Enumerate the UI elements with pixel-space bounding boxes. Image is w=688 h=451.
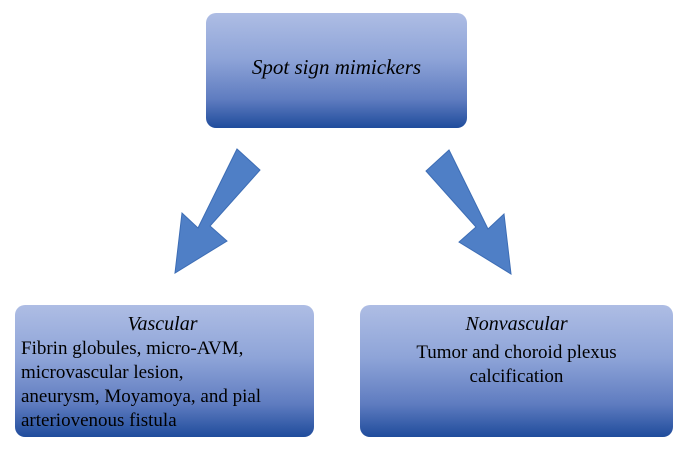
node-vascular-body: Fibrin globules, micro-AVM, microvascula…	[21, 338, 262, 431]
node-nonvascular-title: Nonvascular	[465, 313, 568, 335]
arrow-right	[425, 149, 512, 275]
node-nonvascular: Nonvascular Tumor and choroid plexus cal…	[360, 305, 673, 437]
top-node-spot-sign-mimickers: Spot sign mimickers	[206, 13, 467, 128]
node-vascular-title: Vascular	[127, 313, 198, 335]
node-vascular: Vascular Fibrin globules, micro-AVM, mic…	[15, 305, 314, 437]
arrow-left	[174, 148, 261, 274]
node-nonvascular-body: Tumor and choroid plexus calcification	[416, 342, 617, 387]
top-node-title: Spot sign mimickers	[251, 55, 422, 79]
